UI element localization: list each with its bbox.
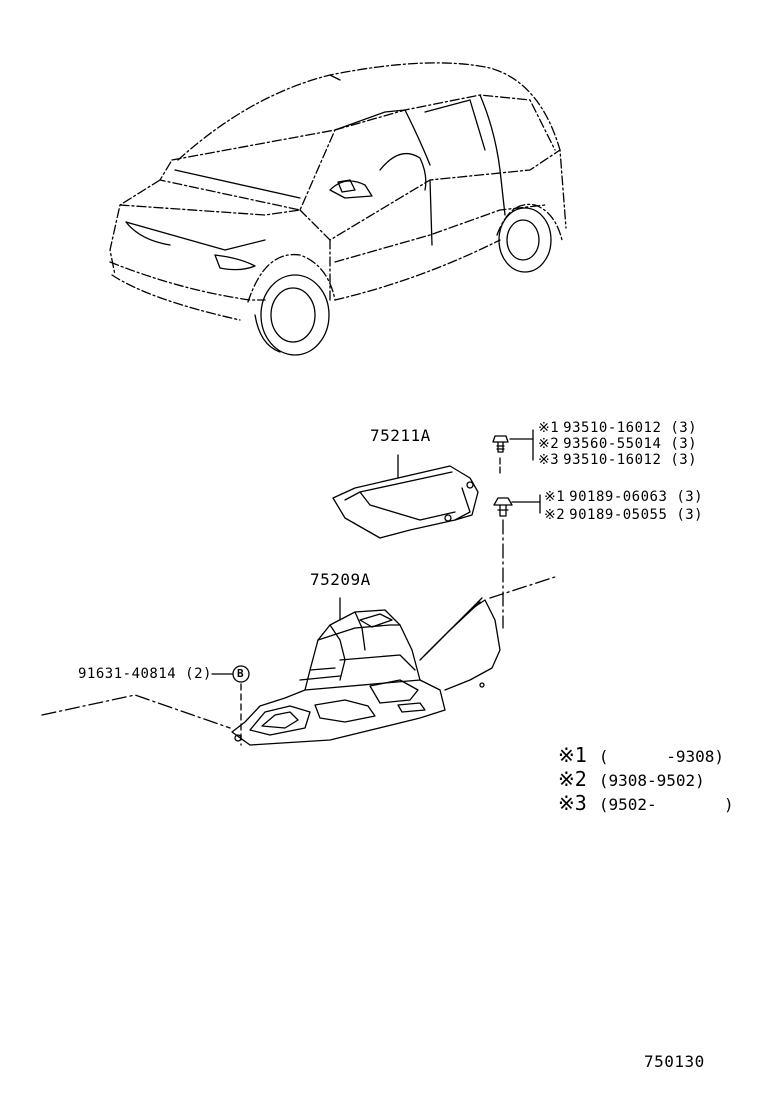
clip-symbol-b: B xyxy=(237,667,245,680)
clip-mark: ※2 xyxy=(544,507,566,523)
screw-fastener xyxy=(492,429,534,476)
clip-part-number: 90189-06063 (3) xyxy=(569,489,704,505)
clip-fastener xyxy=(493,494,541,629)
screw-mark: ※3 xyxy=(538,452,560,468)
note-range: (9308-9502) xyxy=(598,771,705,790)
note-range: (9502- ) xyxy=(598,795,734,814)
label-75209a: 75209A xyxy=(310,570,371,589)
note-row-3: ※3 (9502- ) xyxy=(558,792,734,816)
panel-75211a xyxy=(332,454,479,539)
diagram-id: 750130 xyxy=(644,1052,705,1071)
note-mark: ※3 xyxy=(558,791,587,815)
screw-part-number: 93560-55014 (3) xyxy=(563,436,698,452)
note-row-2: ※2 (9308-9502) xyxy=(558,768,705,792)
insulator-75209a xyxy=(231,597,501,746)
label-75211a: 75211A xyxy=(370,426,431,445)
note-row-1: ※1 ( -9308) xyxy=(558,744,724,768)
screw-part-number: 93510-16012 (3) xyxy=(563,420,698,436)
screw-part-number: 93510-16012 (3) xyxy=(563,452,698,468)
clip-91631-fastener xyxy=(211,665,250,746)
screw-mark: ※2 xyxy=(538,436,560,452)
note-range: ( -9308) xyxy=(598,747,725,766)
label-91631-40814: 91631-40814 (2) xyxy=(78,666,212,682)
note-mark: ※2 xyxy=(558,767,587,791)
clip-mark: ※1 xyxy=(544,489,566,505)
clip-part-number: 90189-05055 (3) xyxy=(569,507,704,523)
note-mark: ※1 xyxy=(558,743,587,767)
van-illustration xyxy=(109,62,567,356)
screw-mark: ※1 xyxy=(538,420,560,436)
